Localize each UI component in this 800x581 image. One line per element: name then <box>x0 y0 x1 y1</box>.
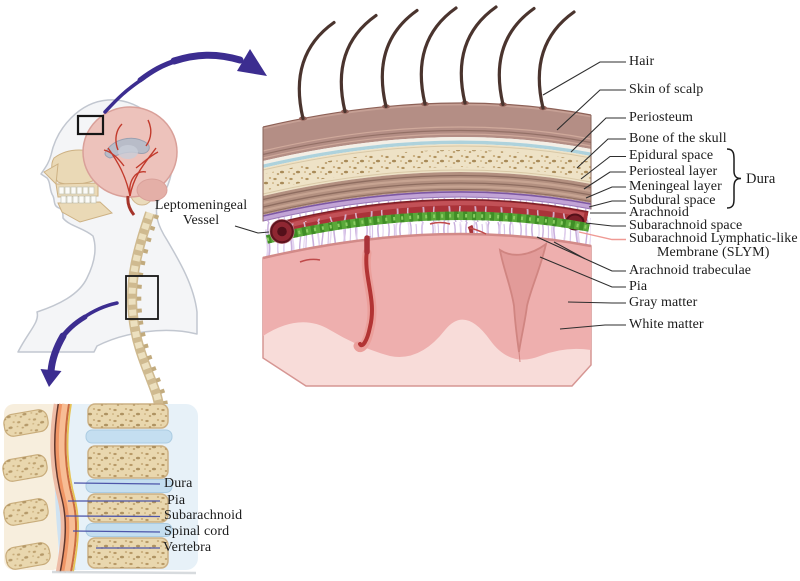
spine-bg-left <box>4 404 62 570</box>
label-gray-matter: Gray matter <box>629 295 698 310</box>
bone-cortical-line <box>262 169 592 195</box>
spine-leader-lines <box>65 482 161 549</box>
label-spine-dura: Dura <box>164 476 193 491</box>
label-arachnoid: Arachnoid <box>629 205 689 220</box>
pia-surface <box>262 232 592 260</box>
dura-brace <box>726 148 742 209</box>
vertebral-bodies <box>85 403 173 569</box>
inset-box-skull <box>76 114 105 136</box>
skin-striation <box>262 133 592 159</box>
label-subarachnoid-space: Subarachnoid space <box>629 218 743 233</box>
cerebral-arteries <box>103 119 159 197</box>
leptomeningeal-vessel-cross-section <box>269 219 295 244</box>
sulcus-tail <box>518 351 521 363</box>
label-epidural-space: Epidural space <box>629 148 714 163</box>
dura-striation <box>262 188 592 214</box>
spinous-processes <box>2 409 51 570</box>
zoom-arrow-to-spine <box>40 301 119 387</box>
periosteum-layer <box>263 140 591 168</box>
skin-layer <box>263 102 591 161</box>
brain-illustration <box>82 106 178 216</box>
teeth <box>58 186 97 204</box>
label-slym-line1: Subarachnoid Lymphatic-like <box>629 231 798 246</box>
label-pia: Pia <box>629 279 648 294</box>
zoom-arrow-to-scalp <box>103 49 267 114</box>
penetrating-vessel <box>353 235 377 352</box>
inset-baseline-shadow <box>51 570 197 575</box>
skin-striation <box>262 129 592 156</box>
scalp-top-edge <box>262 102 592 128</box>
spinal-cord-assembly <box>50 403 79 573</box>
head-inset <box>17 99 198 454</box>
label-periosteum: Periosteum <box>629 110 693 125</box>
label-bone-of-skull: Bone of the skull <box>629 131 727 146</box>
label-white-matter: White matter <box>629 317 704 332</box>
arachnoid-membrane-line <box>262 196 592 222</box>
skin-striation <box>262 126 592 152</box>
dura-striation <box>262 185 592 212</box>
slym-mesh <box>266 211 590 244</box>
label-spine-vertebra: Vertebra <box>163 540 212 555</box>
spine-inset <box>2 403 198 575</box>
slym-leader-line <box>578 231 626 241</box>
label-dura-brace: Dura <box>746 170 776 187</box>
bone-trabecular-speckles <box>263 149 591 191</box>
label-spine-subarachnoid: Subarachnoid <box>164 508 243 523</box>
label-skin-of-scalp: Skin of scalp <box>629 82 704 97</box>
meninges-block-diagram <box>262 5 592 387</box>
dura-layers <box>263 171 591 215</box>
brain-tissue-block <box>262 221 592 387</box>
bone-cortical-line <box>262 145 592 171</box>
dura-striation <box>262 177 592 205</box>
dura-striation <box>262 182 592 208</box>
hair-strands <box>297 5 576 121</box>
dura-striation <box>262 174 592 201</box>
label-leptomeningeal-vessel-line1: Leptomeningeal <box>154 198 248 213</box>
brainstem <box>126 195 136 216</box>
label-meningeal-layer: Meningeal layer <box>629 179 722 194</box>
label-periosteal-layer: Periosteal layer <box>629 164 718 179</box>
surface-vessels <box>299 221 487 263</box>
subdural-line <box>262 191 592 217</box>
inset-box-spine <box>125 275 159 320</box>
scalp-top-surface <box>262 102 592 130</box>
label-arachnoid-trabeculae: Arachnoid trabeculae <box>629 263 752 278</box>
cortical-sulcus <box>498 241 548 353</box>
label-slym-line2: Membrane (SLYM) <box>657 245 770 260</box>
label-hair: Hair <box>629 54 655 69</box>
label-spine-pia: Pia <box>167 493 186 508</box>
label-subdural-space: Subdural space <box>629 193 716 208</box>
galea-white-line <box>263 136 591 165</box>
leader-lines <box>234 61 626 330</box>
label-leptomeningeal-vessel-line2: Vessel <box>182 213 220 228</box>
label-spine-spinal-cord: Spinal cord <box>164 524 230 539</box>
